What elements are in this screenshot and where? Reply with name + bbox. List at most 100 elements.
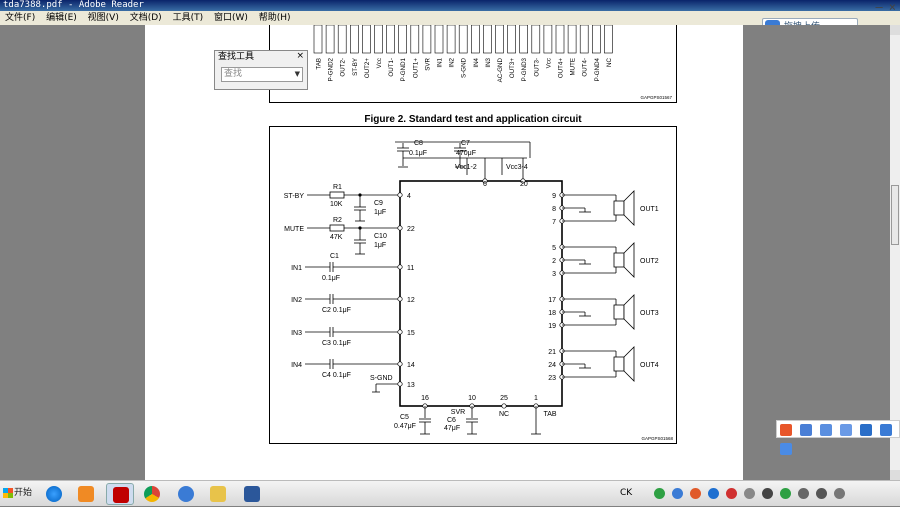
skin-icon[interactable] bbox=[880, 424, 893, 436]
tray-app-icon[interactable] bbox=[744, 488, 755, 499]
toolbox-icon[interactable] bbox=[780, 443, 792, 455]
cap-label: C9 bbox=[374, 200, 383, 207]
scroll-down-icon[interactable] bbox=[890, 470, 900, 480]
cap-label: C1 bbox=[330, 253, 339, 260]
window-title: tda7388.pdf - Adobe Reader bbox=[3, 0, 144, 10]
pin-label: MUTE bbox=[570, 58, 577, 76]
scrollbar-thumb[interactable] bbox=[891, 185, 899, 245]
tray-app-icon[interactable] bbox=[726, 488, 737, 499]
network-icon[interactable] bbox=[834, 488, 845, 499]
minimize-icon[interactable]: – bbox=[875, 0, 883, 14]
adobe-reader-app[interactable] bbox=[106, 483, 134, 505]
word-app[interactable] bbox=[238, 483, 266, 505]
menu-tools[interactable]: 工具(T) bbox=[172, 13, 204, 23]
baidu-netdisk-app[interactable] bbox=[172, 483, 200, 505]
pin-node bbox=[501, 403, 507, 409]
find-input[interactable]: 查找 ▼ bbox=[221, 67, 303, 82]
menu-document[interactable]: 文档(D) bbox=[129, 13, 162, 23]
menu-help[interactable]: 帮助(H) bbox=[258, 13, 291, 23]
pin-number: 9 bbox=[552, 193, 556, 200]
cap-label: C10 bbox=[374, 233, 387, 240]
output-label: OUT2 bbox=[640, 258, 659, 265]
tray-security-icon[interactable] bbox=[780, 488, 791, 499]
speaker-body bbox=[613, 356, 625, 372]
sogou-icon[interactable] bbox=[780, 424, 792, 436]
pin-lead bbox=[531, 25, 541, 54]
pin-label: OUT3+ bbox=[509, 58, 516, 79]
find-input-placeholder: 查找 bbox=[224, 69, 243, 79]
close-icon[interactable]: × bbox=[296, 51, 304, 61]
ime-indicator[interactable]: CK bbox=[620, 488, 633, 498]
menu-edit[interactable]: 编辑(E) bbox=[46, 13, 77, 23]
window-controls: –× bbox=[870, 1, 896, 13]
wifi-icon[interactable] bbox=[762, 488, 773, 499]
scroll-up-icon[interactable] bbox=[890, 25, 900, 35]
input-label: IN4 bbox=[291, 362, 302, 369]
mic-icon[interactable] bbox=[820, 424, 833, 436]
tray-app-icon[interactable] bbox=[654, 488, 665, 499]
pin-label: P-GND2 bbox=[328, 57, 335, 81]
menu-file[interactable]: 文件(F) bbox=[5, 13, 36, 23]
pin-lead bbox=[422, 25, 432, 54]
tray-cloud-icon[interactable] bbox=[672, 488, 683, 499]
pin-label: P-GND1 bbox=[400, 57, 407, 81]
pin-lead bbox=[458, 25, 468, 54]
explorer-app[interactable] bbox=[204, 483, 232, 505]
pin-label: P-GND4 bbox=[594, 57, 601, 81]
pin-number: 16 bbox=[421, 395, 429, 402]
pin-label: NC bbox=[606, 57, 613, 66]
pin-lead bbox=[446, 25, 456, 54]
vertical-scrollbar[interactable] bbox=[890, 25, 900, 480]
pin-label: SVR bbox=[424, 57, 431, 70]
cap-value: 470μF bbox=[456, 150, 476, 157]
menu-view[interactable]: 视图(V) bbox=[87, 13, 119, 23]
pin-label: OUT3- bbox=[533, 58, 540, 77]
tray-app-icon[interactable] bbox=[690, 488, 701, 499]
ie-app[interactable] bbox=[40, 483, 68, 505]
figure-title: Figure 2. Standard test and application … bbox=[364, 114, 582, 125]
speaker-cone bbox=[623, 346, 635, 382]
tray-app-icon[interactable] bbox=[798, 488, 809, 499]
bottom-label: SVR bbox=[451, 409, 465, 416]
cap-value: 0.1μF bbox=[409, 150, 427, 157]
speaker-cone bbox=[623, 294, 635, 330]
cap-label: C8 bbox=[414, 140, 423, 147]
circuit-frame bbox=[269, 126, 677, 444]
pin-label: OUT2- bbox=[340, 58, 347, 77]
pin-number: 10 bbox=[468, 395, 476, 402]
settings-icon[interactable] bbox=[860, 424, 873, 436]
keyboard-icon[interactable] bbox=[800, 424, 813, 436]
pin-lead bbox=[543, 25, 553, 54]
start-label: 开始 bbox=[14, 488, 33, 498]
pin-label: ST-BY bbox=[352, 58, 359, 76]
cap-value: 1μF bbox=[374, 242, 386, 249]
resistor bbox=[329, 191, 345, 199]
pin-number: 18 bbox=[548, 310, 556, 317]
pin-number: 20 bbox=[520, 181, 528, 188]
pdf-icon bbox=[113, 487, 129, 503]
pin-node bbox=[397, 361, 403, 367]
chrome-icon bbox=[144, 486, 160, 502]
volume-icon[interactable] bbox=[816, 488, 827, 499]
chrome-app[interactable] bbox=[138, 483, 166, 505]
start-button[interactable]: 开始 bbox=[2, 483, 34, 503]
pin-number: 7 bbox=[552, 219, 556, 226]
resistor bbox=[329, 224, 345, 232]
ime-toolbar[interactable] bbox=[776, 420, 900, 455]
taskbar: 开始 CK bbox=[0, 480, 900, 506]
pin-label: AC-GND bbox=[497, 57, 504, 82]
pin-lead bbox=[386, 25, 395, 54]
pin-label: IN4 bbox=[473, 57, 480, 67]
media-app[interactable] bbox=[72, 483, 100, 505]
close-icon[interactable]: × bbox=[888, 0, 896, 14]
find-tool-panel: 查找工具 × 查找 ▼ bbox=[214, 50, 308, 90]
pin-label: OUT2+ bbox=[364, 58, 371, 79]
punctuation-icon[interactable] bbox=[840, 424, 853, 436]
pin-number: 11 bbox=[407, 265, 414, 272]
pin-lead bbox=[410, 25, 420, 54]
tray-outlook-icon[interactable] bbox=[708, 488, 719, 499]
cap-value: C3 0.1μF bbox=[322, 340, 351, 347]
menu-window[interactable]: 窗口(W) bbox=[213, 13, 248, 23]
chevron-down-icon[interactable]: ▼ bbox=[294, 70, 300, 78]
